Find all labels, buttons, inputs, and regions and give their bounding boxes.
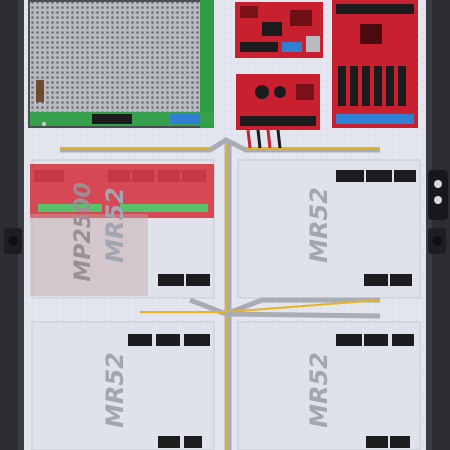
left-hinge: [4, 228, 22, 254]
relay-board: [332, 0, 418, 128]
interface-board: [236, 74, 320, 130]
controller-board-small: [235, 2, 323, 58]
svg-text:MR52: MR52: [101, 187, 129, 263]
mr52-label-1: MR52: [101, 187, 129, 263]
svg-text:MR52: MR52: [101, 352, 129, 428]
mr52-board-2: [237, 159, 421, 299]
power-supply: [28, 0, 214, 128]
mp2500-label: MP2500: [71, 182, 96, 281]
right-latch: [428, 170, 448, 254]
mr52-label-3: MR52: [101, 352, 129, 428]
mr52-label-4: MR52: [305, 352, 333, 428]
wiring: [60, 129, 381, 450]
mr52-board-4: [237, 321, 421, 450]
svg-text:MR52: MR52: [305, 352, 333, 428]
mr52-board-3: [31, 321, 215, 450]
mr52-label-2: MR52: [305, 187, 333, 263]
mp2500-board: [30, 164, 214, 296]
svg-text:MP2500: MP2500: [71, 182, 96, 281]
svg-text:MR52: MR52: [305, 187, 333, 263]
